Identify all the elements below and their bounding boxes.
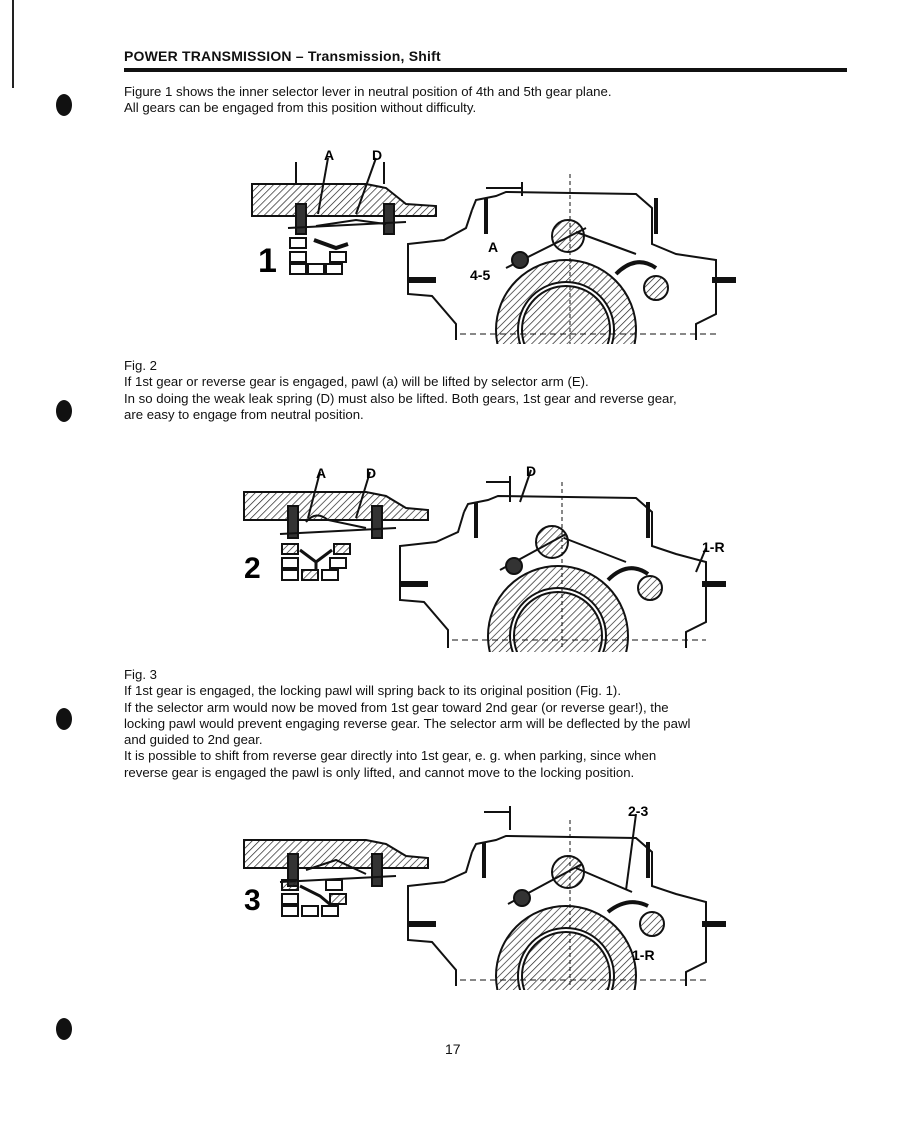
paragraph-intro: Figure 1 shows the inner selector lever … bbox=[124, 84, 612, 116]
header-separator: – bbox=[291, 48, 308, 64]
figure-3-diagram: 3 2-3 1-R bbox=[243, 803, 726, 990]
figure-2-diagram: 2 A D D 1-R bbox=[243, 463, 726, 652]
figure-number: 2 bbox=[244, 552, 261, 585]
page-number: 17 bbox=[445, 1041, 461, 1057]
figure-label: D bbox=[366, 465, 376, 481]
figure-label: 1-R bbox=[632, 947, 655, 963]
section-header: POWER TRANSMISSION – Transmission, Shift bbox=[124, 48, 441, 64]
header-title: POWER TRANSMISSION bbox=[124, 48, 292, 64]
figure-label: D bbox=[372, 147, 382, 163]
figure-number: 3 bbox=[244, 884, 261, 917]
figure-label: 2-3 bbox=[628, 803, 648, 819]
punch-hole-icon bbox=[56, 400, 72, 422]
header-subtitle: Transmission, Shift bbox=[307, 48, 441, 64]
punch-hole-icon bbox=[56, 708, 72, 730]
figure-1-diagram: 1 A D A 4-5 bbox=[251, 147, 736, 344]
paragraph-fig2: Fig. 2 If 1st gear or reverse gear is en… bbox=[124, 358, 677, 422]
figure-label: A bbox=[316, 465, 326, 481]
paragraph-fig3: Fig. 3 If 1st gear is engaged, the locki… bbox=[124, 667, 691, 780]
figure-number: 1 bbox=[258, 242, 277, 280]
figure-label: D bbox=[526, 463, 536, 479]
header-rule bbox=[124, 68, 847, 72]
punch-hole-icon bbox=[56, 94, 72, 116]
figure-label: 4-5 bbox=[470, 267, 490, 283]
binder-line bbox=[12, 0, 14, 88]
figure-label: A bbox=[324, 147, 334, 163]
figure-label: 1-R bbox=[702, 539, 725, 555]
figure-label: A bbox=[488, 239, 498, 255]
punch-hole-icon bbox=[56, 1018, 72, 1040]
